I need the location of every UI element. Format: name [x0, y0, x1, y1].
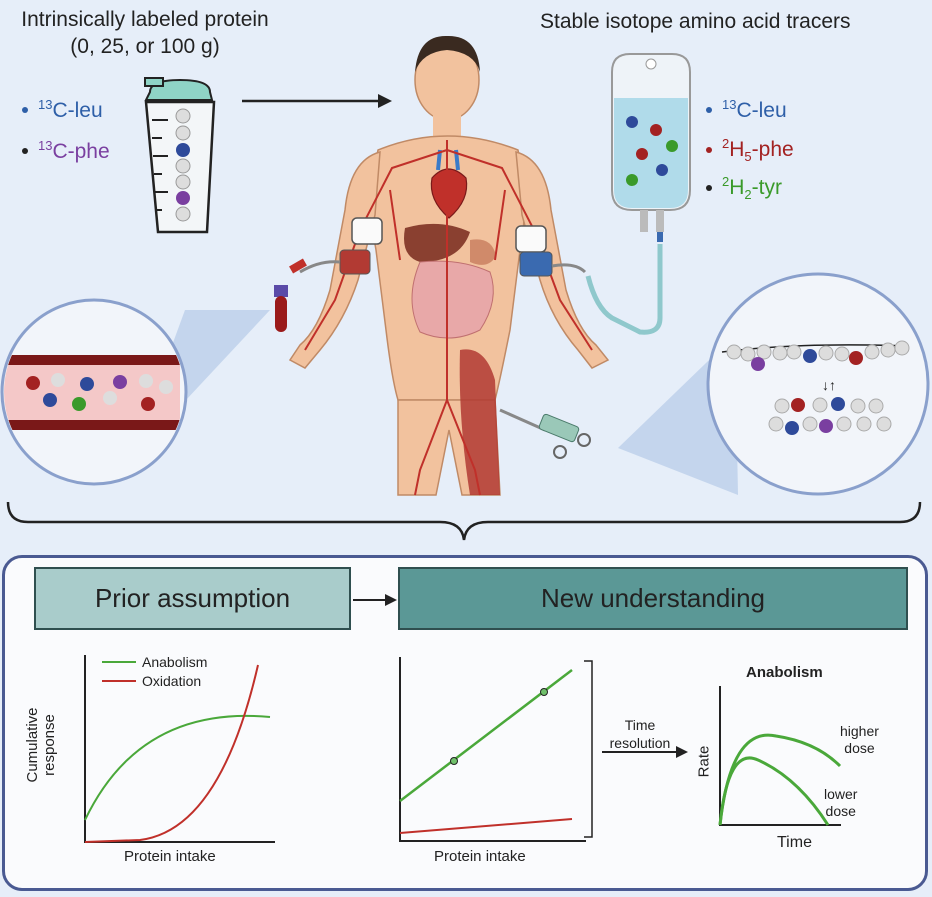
right-tracer-tyr-label: 2H2-tyr [722, 174, 782, 203]
chart1-legend-oxidation: Oxidation [102, 673, 201, 689]
chart1-ylabel: Cumulative response [24, 690, 58, 800]
chart3-ylabel: Rate [695, 745, 713, 778]
legend-anabolism-label: Anabolism [142, 654, 208, 670]
lower-dose-line1: lower [824, 786, 858, 802]
chart3-title: Anabolism [746, 664, 823, 681]
prior-assumption-box: Prior assumption [34, 567, 351, 630]
chart3-plot [718, 686, 842, 826]
chart2-bracket [584, 660, 593, 838]
new-understanding-label: New understanding [540, 583, 766, 613]
catheter-right-icon [515, 225, 587, 277]
chart2-point [540, 688, 548, 696]
chart1-ylabel-line1: Cumulative [24, 707, 41, 783]
chart2-point [450, 757, 458, 765]
lower-dose-curve [718, 756, 830, 826]
chart3-xlabel: Time [777, 834, 812, 851]
right-tracer-phe-label: 2H5-phe [722, 136, 794, 165]
right-tracer-leu-label: 13C-leu [722, 97, 787, 122]
prior-assumption-label: Prior assumption [94, 583, 291, 613]
higher-dose-line2: dose [844, 740, 875, 756]
time-resolution-arrow-icon [602, 746, 688, 758]
left-tracer-phe: 13C-phe [22, 138, 110, 164]
right-tracer-tyr: 2H2-tyr [706, 174, 782, 202]
lower-dose-label: lower dose [824, 786, 857, 820]
legend-swatch [102, 661, 136, 663]
header-arrow-icon [353, 594, 397, 606]
chart1-plot [84, 655, 275, 843]
intake-arrow-icon [242, 94, 392, 108]
legend-swatch [102, 680, 136, 682]
oxidation-curve [84, 664, 259, 843]
bullet-icon [706, 185, 712, 192]
right-tracer-phe: 2H5-phe [706, 136, 794, 164]
bullet-icon [22, 107, 28, 113]
chart1-legend-anabolism: Anabolism [102, 654, 207, 670]
anabolism-curve [84, 714, 271, 821]
catheter-left-icon [289, 217, 383, 275]
new-understanding-box: New understanding [398, 567, 908, 630]
time-resolution-line1: Time [624, 717, 656, 733]
iv-bag-icon [585, 53, 691, 335]
brace-icon [6, 501, 922, 541]
svg-text:↓↑: ↓↑ [822, 377, 836, 393]
shaker-bottle-icon [144, 77, 216, 234]
chart1-xlabel: Protein intake [124, 848, 216, 865]
bullet-icon [706, 147, 712, 154]
biopsy-needle-icon [499, 408, 591, 459]
protein-title-line2: (0, 25, or 100 g) [70, 35, 220, 58]
chart2-xlabel: Protein intake [434, 848, 526, 865]
left-tracer-leu: 13C-leu [22, 97, 103, 123]
higher-dose-line1: higher [840, 723, 879, 739]
chart1-ylabel-line2: response [41, 714, 58, 776]
higher-dose-label: higher dose [840, 723, 879, 757]
left-tracer-leu-label: 13C-leu [38, 97, 103, 122]
chart2-plot [399, 657, 593, 842]
time-resolution-line2: resolution [609, 735, 671, 751]
higher-dose-curve [718, 733, 842, 826]
left-tracer-phe-label: 13C-phe [38, 138, 110, 163]
human-body-icon [288, 35, 610, 496]
lower-dose-line2: dose [825, 803, 856, 819]
bullet-icon [706, 107, 712, 113]
time-resolution-label: Time resolution [598, 716, 682, 752]
blood-tube-icon [274, 285, 288, 332]
right-tracer-leu: 13C-leu [706, 97, 787, 123]
protein-title-line1: Intrinsically labeled protein [21, 8, 269, 31]
muscle-protein-zoom-icon: ↓↑ [706, 272, 930, 496]
blood-vessel-zoom-icon [0, 298, 188, 486]
bullet-icon [22, 148, 28, 154]
legend-oxidation-label: Oxidation [142, 673, 202, 689]
protein-title: Intrinsically labeled protein (0, 25, or… [0, 6, 290, 60]
tracer-title: Stable isotope amino acid tracers [540, 10, 851, 33]
illustration: ↓↑ [0, 35, 930, 541]
chart2-oxidation-line [399, 818, 573, 834]
